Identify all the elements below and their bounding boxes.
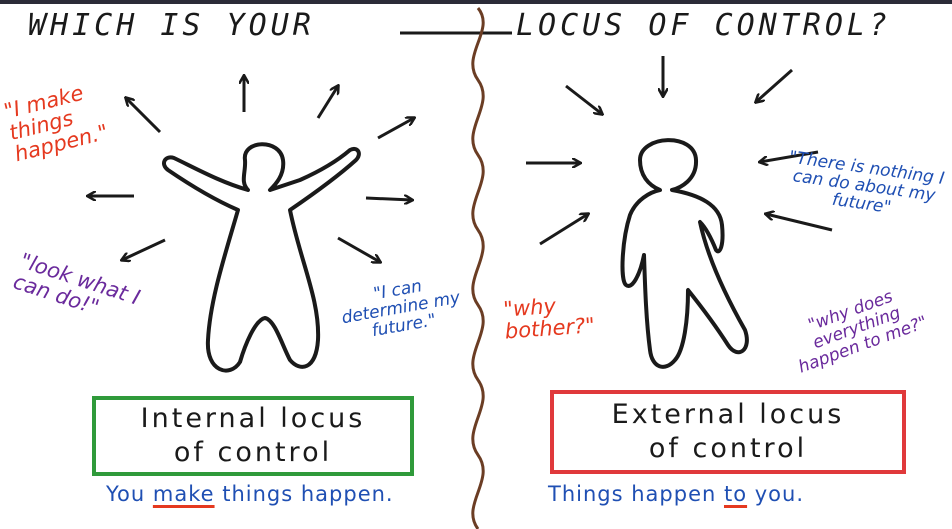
quote-why-bother: "why bother?" (502, 293, 596, 344)
title-right: LOCUS OF CONTROL? (516, 8, 892, 43)
internal-tagline-emphasis: make (152, 482, 215, 506)
arrow-out-8 (337, 236, 380, 262)
external-tagline-emphasis: to (723, 482, 748, 506)
external-figure (620, 138, 749, 369)
internal-tagline-suffix: things happen. (214, 482, 394, 506)
arrow-out-3 (126, 98, 162, 134)
external-box (550, 390, 906, 474)
external-box-line2: of control (648, 432, 808, 464)
top-border (0, 0, 952, 4)
internal-tagline-prefix: You (106, 482, 153, 506)
internal-box-line2: of control (173, 436, 333, 468)
external-tagline: Things happen to you. (548, 482, 804, 506)
internal-figure (162, 142, 361, 373)
external-box-line1: External locus (611, 399, 845, 430)
arrow-in-7 (766, 214, 833, 232)
internal-box-label: Internal locus of control (94, 402, 412, 470)
external-box-label: External locus of control (552, 398, 904, 466)
arrow-out-7 (122, 238, 166, 260)
arrow-out-4 (377, 118, 414, 140)
internal-box (92, 396, 414, 476)
internal-arrows (88, 76, 414, 262)
arrow-out-2 (316, 86, 338, 119)
center-divider (471, 7, 485, 529)
arrow-out-6 (365, 198, 412, 200)
external-arrows (526, 56, 833, 246)
arrow-in-3 (756, 68, 793, 102)
external-tagline-prefix: Things happen (548, 482, 724, 506)
external-tagline-suffix: you. (747, 482, 805, 506)
internal-tagline: You make things happen. (106, 482, 394, 506)
arrow-in-6 (539, 214, 588, 246)
arrow-in-5 (760, 150, 819, 162)
internal-box-line1: Internal locus (140, 403, 366, 434)
title-left: WHICH IS YOUR (28, 8, 315, 43)
arrow-in-2 (565, 84, 602, 114)
